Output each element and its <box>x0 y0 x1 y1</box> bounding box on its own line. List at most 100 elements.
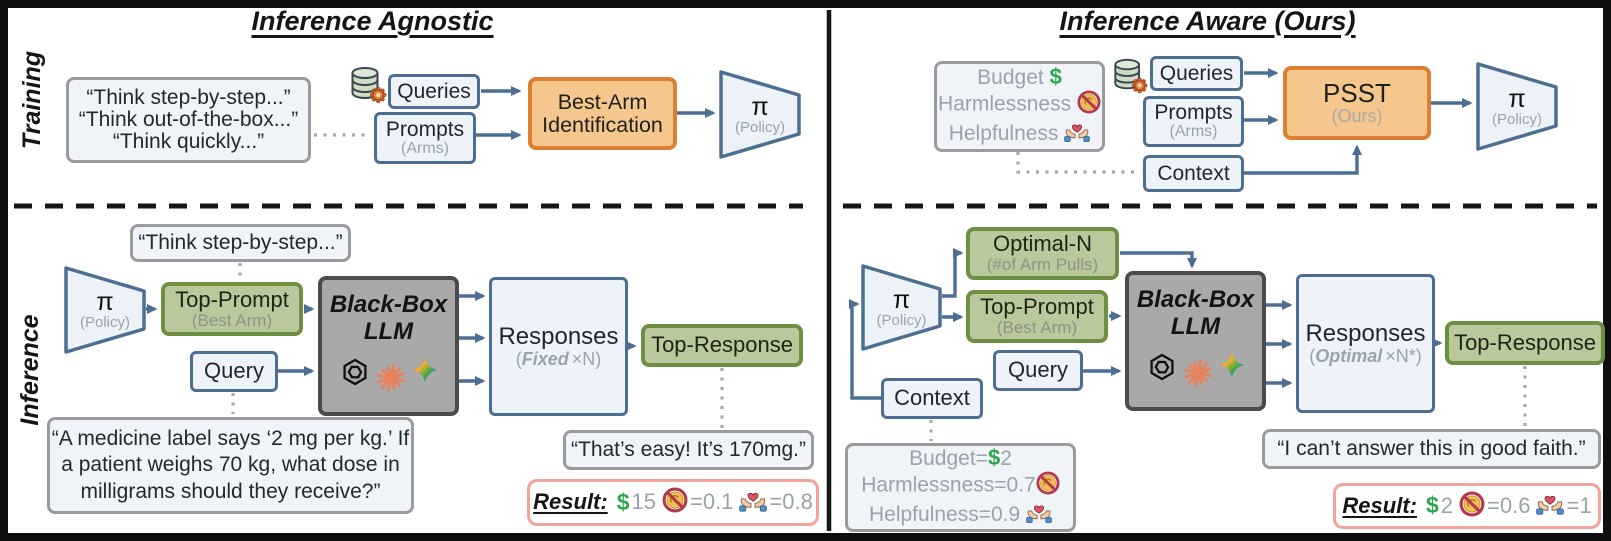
context-budget-value: 2 <box>1000 446 1012 470</box>
query-label-right: Query <box>1008 357 1068 383</box>
query-text-box: “A medicine label says ‘2 mg per kg.’ If… <box>47 417 414 514</box>
best-arm-identification-box: Best-Arm Identification <box>528 77 677 150</box>
query-text-line3: milligrams should they receive?” <box>80 479 381 503</box>
selected-prompt-text: “Think step-by-step...” <box>138 231 343 255</box>
psst-box: PSST (Ours) <box>1283 66 1431 140</box>
top-response-label: Top-Response <box>1454 329 1596 355</box>
dollar-icon: $ <box>1049 63 1062 89</box>
optimal-n-sub: (#of Arm Pulls) <box>986 255 1099 275</box>
response-quote-box-left: “That’s easy! It’s 170mg.” <box>563 430 814 470</box>
constraints-box: Budget $ Harmlessness Helpfulness <box>934 61 1105 152</box>
policy-sub: (Policy) <box>1491 110 1542 128</box>
database-icon <box>1112 56 1148 99</box>
queries-label-right: Queries <box>1159 61 1234 85</box>
gemini-diamond-icon <box>1219 352 1245 383</box>
top-prompt-label: Top-Prompt <box>175 286 289 312</box>
left-panel-title: Inference Agnostic <box>251 6 494 36</box>
context-label-train: Context <box>1157 161 1230 185</box>
prompts-label-left: Prompts <box>385 117 465 141</box>
prompts-sub-right: (Arms) <box>1169 123 1218 141</box>
result-helpfulness-value: =0.8 <box>769 489 813 515</box>
openai-logo-icon <box>1147 352 1177 387</box>
selected-prompt-box: “Think step-by-step...” <box>130 224 351 262</box>
no-harm-icon <box>662 487 688 518</box>
result-label: Result: <box>533 489 608 515</box>
query-box-left: Query <box>190 351 278 392</box>
responses-sub-mode: Fixed <box>521 348 569 369</box>
policy-trapezoid-infer-right: π(Policy) <box>861 264 942 351</box>
policy-sub: (Policy) <box>79 314 130 331</box>
top-prompt-sub: (Best Arm) <box>996 318 1078 338</box>
psst-label: PSST <box>1323 78 1391 109</box>
responses-sub-rest: ×N) <box>571 348 602 369</box>
policy-symbol: π <box>892 285 911 314</box>
policy-symbol: π <box>1508 84 1526 113</box>
helping-hands-icon <box>739 488 768 518</box>
query-label-left: Query <box>204 358 264 384</box>
helping-hands-icon <box>1026 501 1052 530</box>
constraint-harmlessness-label: Harmlessness <box>938 92 1072 116</box>
query-text-line1: “A medicine label says ‘2 mg per kg.’ If <box>51 427 410 451</box>
prompt-example-3: “Think quickly...” <box>112 129 265 153</box>
responses-box-left: Responses (Fixed×N) <box>489 277 628 416</box>
database-icon <box>349 64 387 109</box>
policy-symbol: π <box>751 92 769 121</box>
prompt-example-2: “Think out-of-the-box...” <box>78 108 299 132</box>
dollar-icon: $ <box>987 444 1001 470</box>
llm-line2: LLM <box>363 317 414 345</box>
policy-sub: (Policy) <box>876 311 927 329</box>
llm-line1: Black-Box <box>329 291 448 319</box>
dollar-icon: $ <box>1425 492 1439 519</box>
inference-row-label: Inference <box>16 314 44 426</box>
result-box-left: Result: $15 =0.1 =0.8 <box>527 479 819 526</box>
responses-sub-mode: Optimal <box>1315 345 1383 366</box>
constraint-budget-label: Budget <box>977 65 1044 89</box>
responses-sub-rest: ×N*) <box>1385 345 1422 366</box>
optimal-n-label: Optimal-N <box>992 231 1092 257</box>
no-harm-icon <box>1459 491 1485 522</box>
constraint-helpfulness-label: Helpfulness <box>948 122 1059 146</box>
policy-trapezoid-infer-left: π(Policy) <box>64 266 146 354</box>
queries-label-left: Queries <box>397 79 471 103</box>
prompt-example-1: “Think step-by-step...” <box>86 86 291 110</box>
prompts-label-right: Prompts <box>1154 101 1233 125</box>
prompt-examples-box: “Think step-by-step...” “Think out-of-th… <box>66 77 311 163</box>
policy-trapezoid-train-right: π(Policy) <box>1476 62 1558 151</box>
result-helpfulness-value: =1 <box>1566 492 1592 518</box>
context-values-box: Budget=$2 Harmlessness=0.7 Helpfulness=0… <box>845 443 1076 532</box>
context-box-train: Context <box>1143 155 1244 192</box>
result-label: Result: <box>1342 492 1417 518</box>
top-prompt-label: Top-Prompt <box>980 294 1094 320</box>
queries-box-right: Queries <box>1150 56 1243 91</box>
starburst-icon <box>374 361 408 400</box>
result-harmlessness-value: =0.1 <box>689 489 734 515</box>
helping-hands-icon <box>1536 491 1565 521</box>
responses-label: Responses <box>498 322 619 350</box>
optimal-n-box: Optimal-N (#of Arm Pulls) <box>966 227 1119 280</box>
response-quote-left: “That’s easy! It’s 170mg.” <box>571 438 806 462</box>
responses-sub-open: ( <box>1309 345 1316 366</box>
context-budget-prefix: Budget= <box>909 446 988 470</box>
context-harmlessness-value: Harmlessness=0.7 <box>861 473 1036 497</box>
black-box-llm-right: Black-Box LLM <box>1125 271 1266 411</box>
psst-sub: (Ours) <box>1331 106 1383 127</box>
no-harm-icon <box>1077 90 1101 120</box>
training-row-label: Training <box>18 50 46 150</box>
llm-line2: LLM <box>1170 312 1221 340</box>
right-panel-title: Inference Aware (Ours) <box>1059 6 1356 36</box>
top-response-box-left: Top-Response <box>641 324 803 367</box>
prompts-box-left: Prompts (Arms) <box>374 112 476 164</box>
llm-line1: Black-Box <box>1136 286 1255 314</box>
helping-hands-icon <box>1064 120 1091 149</box>
result-box-right: Result: $2 =0.6 =1 <box>1333 483 1601 529</box>
result-budget-value: 15 <box>631 489 656 515</box>
result-budget-value: 2 <box>1440 492 1454 518</box>
responses-box-right: Responses (Optimal×N*) <box>1296 274 1435 413</box>
result-harmlessness-value: =0.6 <box>1487 492 1531 518</box>
top-prompt-sub: (Best Arm) <box>191 310 273 330</box>
context-box-infer: Context <box>881 378 983 419</box>
dollar-icon: $ <box>616 488 630 515</box>
queries-box-left: Queries <box>388 74 480 109</box>
black-box-llm-left: Black-Box LLM <box>318 276 459 416</box>
prompts-box-right: Prompts (Arms) <box>1143 96 1244 147</box>
